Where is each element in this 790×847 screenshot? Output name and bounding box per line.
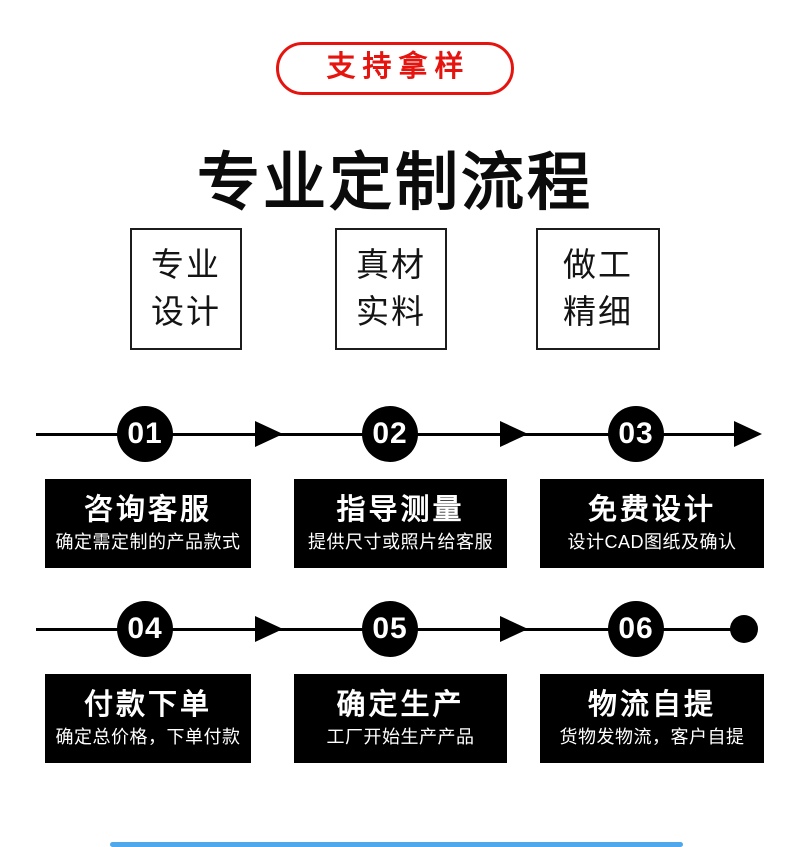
step-boxes-row-1: 咨询客服 确定需定制的产品款式 指导测量 提供尺寸或照片给客服 免费设计 设计C… [0, 479, 790, 568]
step-number-badge-05: 05 [362, 601, 418, 657]
feature-boxes: 专业 设计 真材 实料 做工 精细 [0, 228, 790, 350]
step-desc: 确定总价格，下单付款 [55, 727, 241, 747]
scroll-indicator[interactable] [110, 842, 683, 847]
badge-wrap: 支持拿样 [0, 42, 790, 95]
step-desc: 确定需定制的产品款式 [55, 532, 241, 552]
arrow-right-icon [734, 421, 762, 447]
feature-line: 实料 [356, 293, 426, 330]
sample-support-badge: 支持拿样 [276, 42, 514, 95]
step-title: 物流自提 [587, 689, 716, 721]
feature-line: 设计 [151, 293, 221, 330]
feature-box-workmanship: 做工 精细 [536, 228, 660, 350]
feature-line: 真材 [356, 246, 426, 284]
step-title: 确定生产 [336, 689, 465, 721]
step-desc: 货物发物流，客户自提 [559, 727, 745, 747]
step-title: 付款下单 [83, 689, 212, 721]
end-dot-icon [730, 615, 758, 643]
step-box-free-design: 免费设计 设计CAD图纸及确认 [540, 479, 764, 568]
arrow-right-icon [255, 421, 283, 447]
step-box-production: 确定生产 工厂开始生产产品 [294, 674, 507, 763]
step-number-badge-04: 04 [117, 601, 173, 657]
step-box-logistics: 物流自提 货物发物流，客户自提 [540, 674, 764, 763]
step-number-badge-03: 03 [608, 406, 664, 462]
arrow-right-icon [255, 616, 283, 642]
timeline-row-1: 01 02 03 [0, 403, 790, 467]
step-box-measure: 指导测量 提供尺寸或照片给客服 [294, 479, 507, 568]
feature-line: 专业 [151, 246, 221, 284]
step-desc: 提供尺寸或照片给客服 [308, 532, 493, 552]
feature-box-design: 专业 设计 [130, 228, 242, 350]
step-number-badge-06: 06 [608, 601, 664, 657]
step-box-consult: 咨询客服 确定需定制的产品款式 [45, 479, 251, 568]
step-title: 咨询客服 [83, 494, 212, 526]
feature-line: 做工 [563, 246, 633, 284]
step-box-payment: 付款下单 确定总价格，下单付款 [45, 674, 251, 763]
step-desc: 工厂开始生产产品 [326, 727, 475, 747]
step-desc: 设计CAD图纸及确认 [567, 532, 737, 552]
arrow-right-icon [500, 616, 528, 642]
step-title: 指导测量 [336, 494, 465, 526]
step-number-badge-01: 01 [117, 406, 173, 462]
arrow-right-icon [500, 421, 528, 447]
step-number-badge-02: 02 [362, 406, 418, 462]
timeline-row-2: 04 05 06 [0, 598, 790, 662]
step-boxes-row-2: 付款下单 确定总价格，下单付款 确定生产 工厂开始生产产品 物流自提 货物发物流… [0, 674, 790, 763]
step-title: 免费设计 [587, 494, 716, 526]
page-title: 专业定制流程 [197, 148, 593, 219]
feature-box-materials: 真材 实料 [335, 228, 447, 350]
feature-line: 精细 [563, 293, 633, 330]
